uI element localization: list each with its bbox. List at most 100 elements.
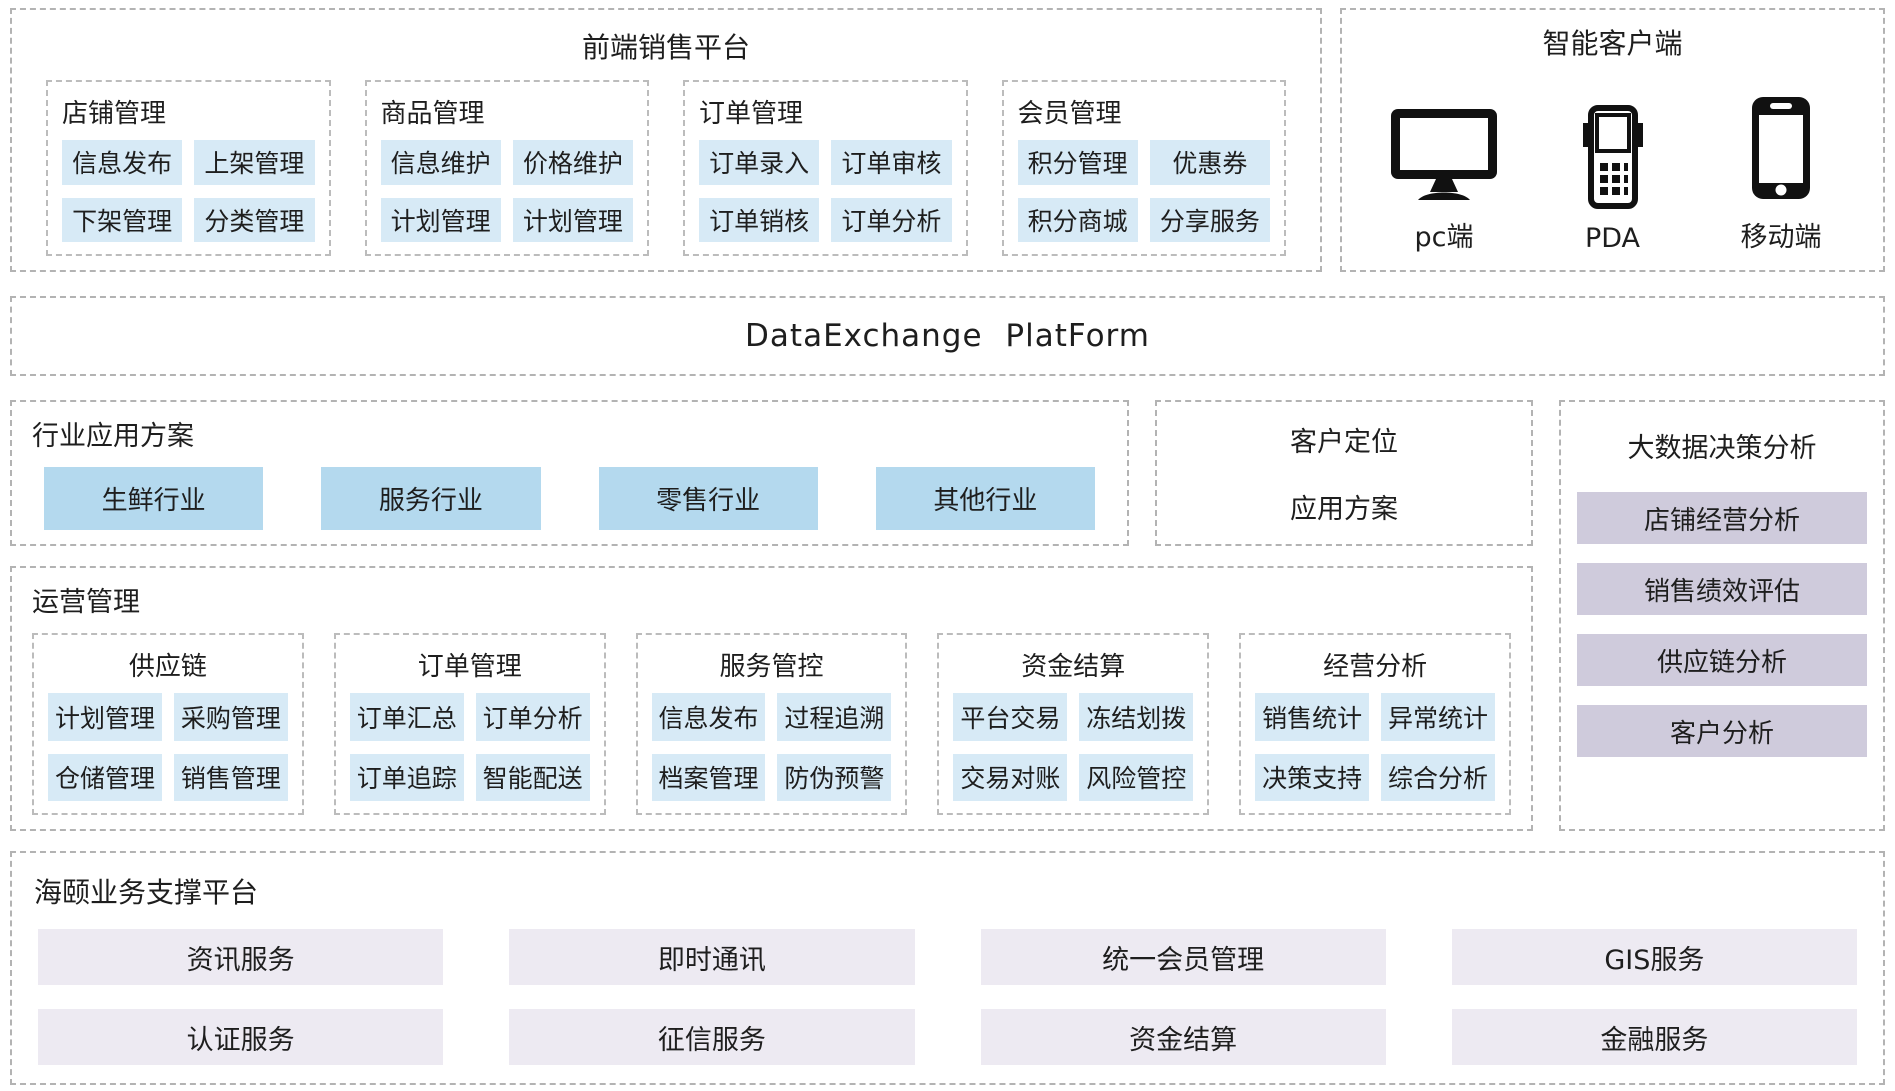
module-chip: 计划管理	[380, 197, 501, 242]
module-chip: 订单分析	[475, 693, 590, 741]
customer-positioning-panel: 客户定位 应用方案	[1155, 400, 1533, 546]
industry-chip: 生鲜行业	[44, 467, 264, 530]
group-title: 会员管理	[1017, 99, 1122, 129]
mobile-icon	[1749, 95, 1813, 201]
frontend-sales-platform-panel: 前端销售平台 店铺管理 信息发布 上架管理 下架管理 分类管理 商品管理 信息维…	[10, 8, 1322, 272]
group-store-management: 店铺管理 信息发布 上架管理 下架管理 分类管理	[46, 80, 331, 256]
group-title: 订单管理	[417, 652, 522, 682]
industry-solutions-panel: 行业应用方案 生鲜行业 服务行业 零售行业 其他行业	[10, 400, 1129, 546]
chip-grid: 信息发布 上架管理 下架管理 分类管理	[62, 140, 315, 242]
group-title: 店铺管理	[62, 99, 167, 129]
module-chip: 信息维护	[380, 140, 501, 185]
module-chip: 信息发布	[651, 693, 766, 741]
module-chip: 平台交易	[953, 693, 1068, 741]
desktop-icon	[1388, 107, 1500, 201]
group-title: 服务管控	[719, 652, 824, 682]
smart-client-panel: 智能客户端 pc端	[1340, 8, 1885, 272]
module-chip: 销售统计	[1255, 693, 1370, 741]
module-chip: 综合分析	[1381, 753, 1495, 801]
service-chip: 统一会员管理	[980, 929, 1386, 985]
operations-groups-row: 供应链 计划管理 采购管理 仓储管理 销售管理 订单管理 订单汇总 订单分析	[32, 633, 1511, 815]
module-chip: 冻结划拨	[1079, 693, 1194, 741]
frontend-panel-title: 前端销售平台	[581, 31, 750, 64]
module-chip: 上架管理	[194, 140, 315, 185]
chip-grid: 平台交易 冻结划拨 交易对账 风险管控	[953, 693, 1194, 801]
module-chip: 异常统计	[1381, 693, 1495, 741]
module-chip: 订单汇总	[349, 693, 464, 741]
module-chip: 智能配送	[475, 753, 590, 801]
chip-grid: 计划管理 采购管理 仓储管理 销售管理	[48, 693, 288, 801]
chip-grid: 信息维护 价格维护 计划管理 计划管理	[380, 140, 633, 242]
top-row: 前端销售平台 店铺管理 信息发布 上架管理 下架管理 分类管理 商品管理 信息维…	[10, 8, 1885, 272]
group-order-management: 订单管理 订单录入 订单审核 订单销核 订单分析	[683, 80, 968, 256]
analysis-chip: 店铺经营分析	[1577, 492, 1867, 544]
module-chip: 信息发布	[62, 140, 183, 185]
module-chip: 交易对账	[953, 753, 1068, 801]
module-chip: 订单分析	[831, 197, 952, 242]
service-chip: GIS服务	[1451, 929, 1857, 985]
group-title: 资金结算	[1021, 652, 1126, 682]
chip-grid: 订单汇总 订单分析 订单追踪 智能配送	[349, 693, 590, 801]
service-chip: 即时通讯	[509, 929, 915, 985]
smart-client-title: 智能客户端	[1542, 27, 1683, 60]
module-chip: 分享服务	[1149, 197, 1270, 242]
group-business-analysis: 经营分析 销售统计 异常统计 决策支持 综合分析	[1239, 633, 1511, 815]
group-title: 商品管理	[380, 99, 485, 129]
support-platform-panel: 海颐业务支撑平台 资讯服务 即时通讯 统一会员管理 GIS服务 认证服务 征信服…	[10, 851, 1885, 1085]
group-title: 经营分析	[1323, 652, 1428, 682]
data-exchange-platform-band: DataExchange PlatForm	[10, 296, 1885, 376]
service-chip: 征信服务	[509, 1009, 915, 1065]
device-pc: pc端	[1384, 107, 1504, 254]
group-fund-settlement: 资金结算 平台交易 冻结划拨 交易对账 风险管控	[937, 633, 1210, 815]
module-chip: 优惠券	[1149, 140, 1270, 185]
devices-row: pc端	[1376, 76, 1849, 254]
operations-management-panel: 运营管理 供应链 计划管理 采购管理 仓储管理 销售管理 订单管理	[10, 566, 1533, 831]
support-platform-title: 海颐业务支撑平台	[34, 876, 259, 909]
industry-title: 行业应用方案	[32, 421, 194, 452]
support-grid: 资讯服务 即时通讯 统一会员管理 GIS服务 认证服务 征信服务 资金结算 金融…	[34, 929, 1861, 1065]
industry-chip: 服务行业	[321, 467, 541, 530]
middle-left-column: 行业应用方案 生鲜行业 服务行业 零售行业 其他行业 客户定位 应用方案 运营管…	[10, 400, 1533, 831]
module-chip: 订单录入	[699, 140, 820, 185]
module-chip: 下架管理	[62, 197, 183, 242]
module-chip: 防伪预警	[777, 753, 892, 801]
analysis-chip: 客户分析	[1577, 705, 1867, 757]
chip-grid: 积分管理 优惠券 积分商城 分享服务	[1017, 140, 1270, 242]
module-chip: 决策支持	[1255, 753, 1370, 801]
industry-row: 生鲜行业 服务行业 零售行业 其他行业	[32, 467, 1107, 530]
device-mobile: 移动端	[1721, 95, 1841, 254]
analysis-chip: 供应链分析	[1577, 634, 1867, 686]
module-chip: 计划管理	[48, 693, 162, 741]
module-chip: 仓储管理	[48, 753, 162, 801]
pda-icon	[1577, 105, 1649, 209]
analysis-chip: 销售绩效评估	[1577, 563, 1867, 615]
group-title: 供应链	[128, 652, 207, 682]
group-product-management: 商品管理 信息维护 价格维护 计划管理 计划管理	[364, 80, 649, 256]
service-chip: 金融服务	[1451, 1009, 1857, 1065]
group-supply-chain: 供应链 计划管理 采购管理 仓储管理 销售管理	[32, 633, 304, 815]
industry-chip: 零售行业	[598, 467, 818, 530]
customer-positioning-line1: 客户定位	[1290, 427, 1398, 458]
service-chip: 资讯服务	[38, 929, 444, 985]
service-chip: 认证服务	[38, 1009, 444, 1065]
module-chip: 分类管理	[194, 197, 315, 242]
module-chip: 过程追溯	[777, 693, 892, 741]
chip-grid: 销售统计 异常统计 决策支持 综合分析	[1255, 693, 1495, 801]
chip-grid: 订单录入 订单审核 订单销核 订单分析	[699, 140, 952, 242]
service-chip: 资金结算	[980, 1009, 1386, 1065]
bigdata-analysis-panel: 大数据决策分析 店铺经营分析 销售绩效评估 供应链分析 客户分析	[1559, 400, 1885, 831]
data-exchange-title: DataExchange PlatForm	[745, 318, 1150, 354]
customer-positioning-line2: 应用方案	[1290, 494, 1398, 525]
module-chip: 积分商城	[1017, 197, 1138, 242]
middle-section: 行业应用方案 生鲜行业 服务行业 零售行业 其他行业 客户定位 应用方案 运营管…	[10, 400, 1885, 831]
frontend-groups-row: 店铺管理 信息发布 上架管理 下架管理 分类管理 商品管理 信息维护 价格维护 …	[34, 80, 1298, 256]
chip-grid: 信息发布 过程追溯 档案管理 防伪预警	[651, 693, 892, 801]
module-chip: 档案管理	[651, 753, 766, 801]
middle-top-row: 行业应用方案 生鲜行业 服务行业 零售行业 其他行业 客户定位 应用方案	[10, 400, 1533, 546]
group-ops-order-management: 订单管理 订单汇总 订单分析 订单追踪 智能配送	[333, 633, 606, 815]
module-chip: 风险管控	[1079, 753, 1194, 801]
device-label: 移动端	[1740, 222, 1822, 253]
module-chip: 订单审核	[831, 140, 952, 185]
module-chip: 价格维护	[512, 140, 633, 185]
